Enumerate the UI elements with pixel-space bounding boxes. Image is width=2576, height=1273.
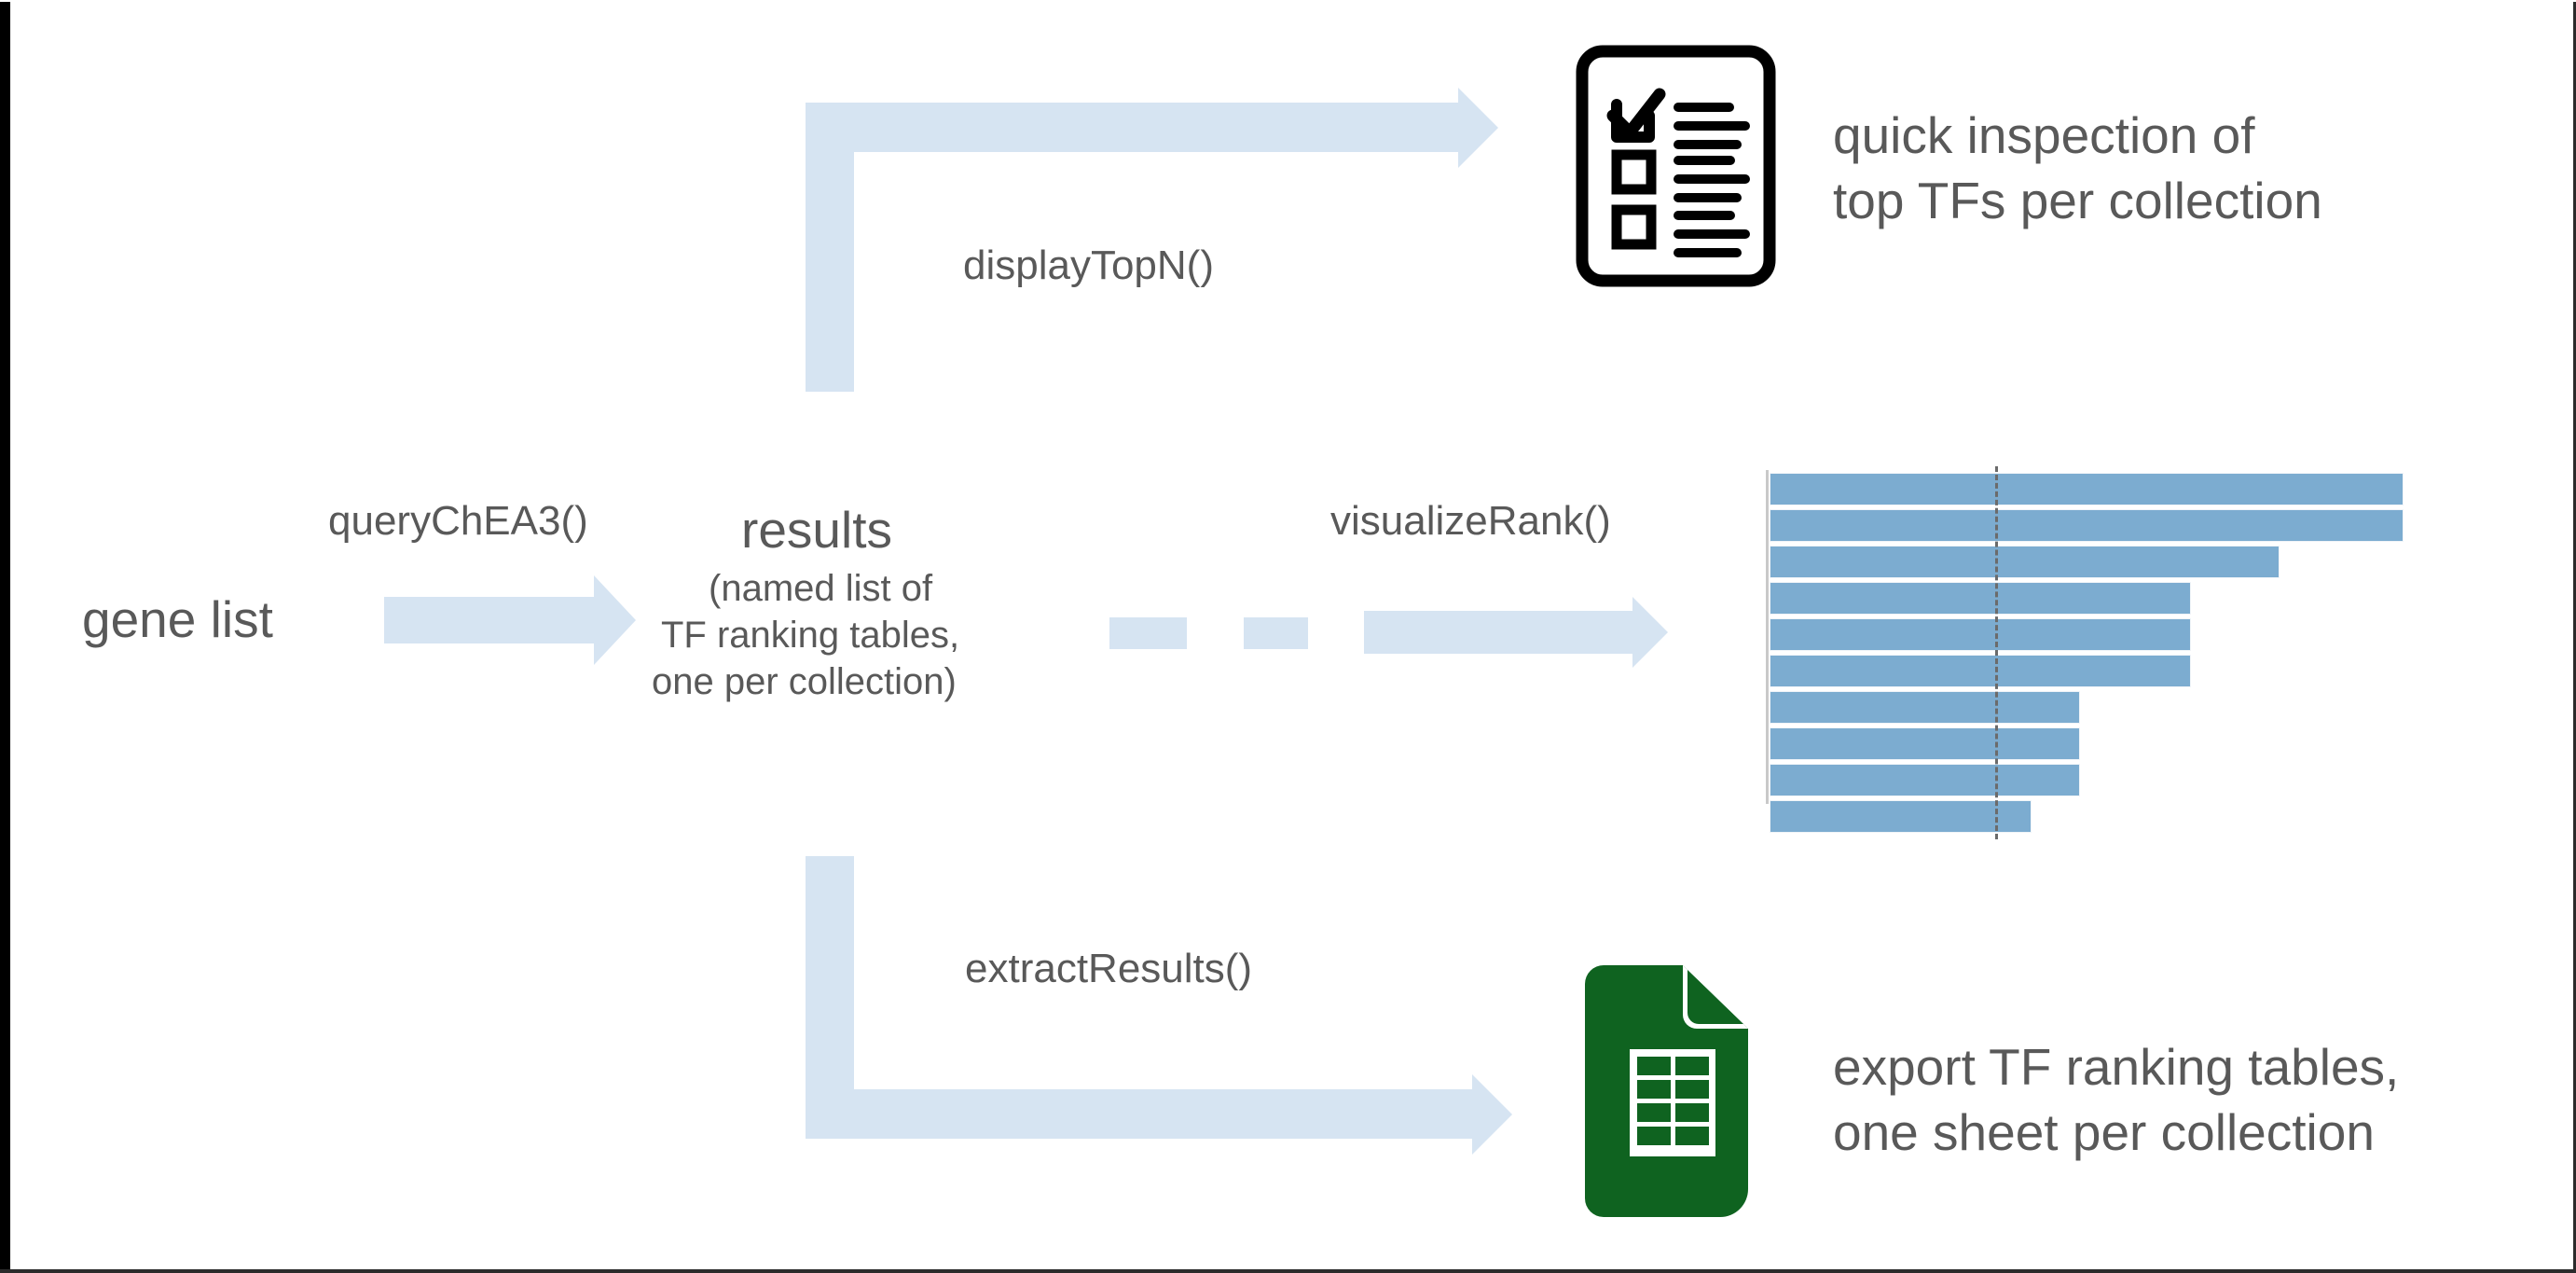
results-sub-line1: (named list of xyxy=(709,568,933,609)
query-chea3-arrow-head xyxy=(594,575,636,665)
bar-item xyxy=(1770,473,2404,505)
frame-top-edge xyxy=(0,0,2576,2)
display-top-n-arrow-head xyxy=(1458,87,1498,168)
visualize-rank-arrow-head xyxy=(1632,597,1668,668)
bar-item xyxy=(1770,655,2191,687)
results-label: results xyxy=(741,501,892,559)
results-sub-line2: TF ranking tables, xyxy=(661,615,960,656)
gene-list-label: gene list xyxy=(82,590,273,648)
frame-right-edge xyxy=(2573,0,2576,1273)
visualize-rank-arrow-dash-1 xyxy=(1109,617,1187,649)
extract-results-arrow-head xyxy=(1472,1073,1512,1155)
visualize-rank-arrow-body xyxy=(1364,611,1632,654)
tf-rank-bar-chart xyxy=(1766,466,2418,839)
checklist-document-icon xyxy=(1576,45,1776,287)
bar-item xyxy=(1770,764,2080,796)
checklist-caption-line1: quick inspection of xyxy=(1833,106,2255,164)
bar-item xyxy=(1770,546,2280,578)
spreadsheet-document-icon xyxy=(1585,965,1748,1217)
bar-item xyxy=(1770,509,2404,542)
frame-left-edge xyxy=(0,0,10,1273)
bar-item xyxy=(1770,582,2191,615)
extract-results-label: extractResults() xyxy=(965,946,1253,991)
bar-item xyxy=(1770,691,2080,724)
bar-item xyxy=(1770,618,2191,651)
visualize-rank-arrow-dash-2 xyxy=(1244,617,1308,649)
query-chea3-arrow-body xyxy=(384,597,594,643)
extract-results-arrow-body xyxy=(806,1089,1472,1139)
bar-item xyxy=(1770,727,2080,760)
frame-bottom-edge xyxy=(0,1269,2576,1273)
spreadsheet-caption-line1: export TF ranking tables, xyxy=(1833,1038,2400,1096)
spreadsheet-caption-line2: one sheet per collection xyxy=(1833,1103,2375,1161)
bar-item xyxy=(1770,800,2032,833)
bar-chart-axis-line xyxy=(1766,470,1769,804)
display-top-n-arrow-body xyxy=(806,103,1458,152)
query-chea3-label: queryChEA3() xyxy=(328,498,588,544)
visualize-rank-label: visualizeRank() xyxy=(1330,498,1611,544)
checklist-caption-line2: top TFs per collection xyxy=(1833,172,2322,229)
display-top-n-label: displayTopN() xyxy=(963,242,1214,288)
bar-chart-threshold-line xyxy=(1995,466,1998,839)
results-sub-line3: one per collection) xyxy=(652,661,957,702)
